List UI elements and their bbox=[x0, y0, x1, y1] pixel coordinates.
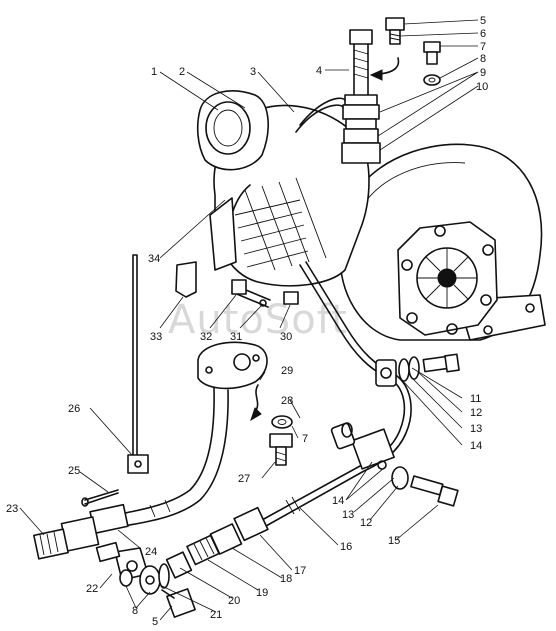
callout-14: 14 bbox=[470, 440, 482, 452]
callout-32: 32 bbox=[200, 331, 212, 343]
callout-11: 11 bbox=[470, 393, 481, 405]
callout-30: 30 bbox=[280, 331, 292, 343]
callout-3: 3 bbox=[250, 66, 256, 78]
callout-13: 13 bbox=[470, 423, 482, 435]
bolt-4-head bbox=[349, 29, 373, 45]
callout-labels: 1 2 3 4 5 6 7 8 9 10 11 12 13 14 34 33 3… bbox=[6, 15, 488, 628]
callout-22: 22 bbox=[86, 583, 98, 595]
callout-15: 15 bbox=[388, 535, 400, 547]
callout-29: 29 bbox=[281, 365, 293, 377]
callout-23: 23 bbox=[6, 503, 18, 515]
callout-21: 21 bbox=[210, 609, 222, 621]
turbine-housing bbox=[339, 143, 546, 341]
callout-24: 24 bbox=[145, 546, 157, 558]
callout-28: 28 bbox=[281, 395, 293, 407]
callout-33: 33 bbox=[150, 331, 162, 343]
callout-13b: 13 bbox=[342, 509, 354, 521]
oil-drain-pipe bbox=[119, 341, 268, 527]
compressor-housing bbox=[196, 90, 370, 287]
callout-6: 6 bbox=[480, 28, 486, 40]
callout-34: 34 bbox=[148, 253, 160, 265]
drain-hose-fitting bbox=[33, 503, 129, 560]
callout-31: 31 bbox=[230, 331, 242, 343]
callout-8b: 8 bbox=[132, 605, 138, 617]
callout-18: 18 bbox=[280, 573, 292, 585]
watermark-text: AutoSoft bbox=[168, 297, 348, 343]
callout-17: 17 bbox=[294, 565, 306, 577]
callout-25: 25 bbox=[68, 465, 80, 477]
callout-5b: 5 bbox=[152, 616, 158, 628]
callout-4: 4 bbox=[316, 65, 322, 77]
oil-feed-line bbox=[261, 261, 460, 527]
callout-9: 9 bbox=[480, 67, 486, 79]
callout-10: 10 bbox=[476, 81, 488, 93]
bolt-27-group bbox=[250, 384, 356, 466]
lower-bolts bbox=[175, 261, 299, 308]
plate-34 bbox=[175, 261, 197, 298]
cotter-pin-25 bbox=[84, 489, 119, 505]
callout-8: 8 bbox=[480, 53, 486, 65]
callout-1: 1 bbox=[151, 66, 157, 78]
callout-12: 12 bbox=[470, 407, 482, 419]
bracket-26 bbox=[127, 254, 149, 474]
leader-lines bbox=[19, 19, 479, 621]
callout-2: 2 bbox=[179, 66, 185, 78]
callout-7b: 7 bbox=[302, 433, 308, 445]
callout-16: 16 bbox=[340, 541, 352, 553]
callout-20: 20 bbox=[228, 595, 240, 607]
callout-27: 27 bbox=[238, 473, 250, 485]
callout-26: 26 bbox=[68, 403, 80, 415]
callout-19: 19 bbox=[256, 587, 268, 599]
oil-feed-column bbox=[295, 17, 441, 164]
callout-12b: 12 bbox=[360, 517, 372, 529]
callout-14b: 14 bbox=[332, 495, 344, 507]
callout-7: 7 bbox=[480, 41, 486, 53]
callout-5: 5 bbox=[480, 15, 486, 27]
